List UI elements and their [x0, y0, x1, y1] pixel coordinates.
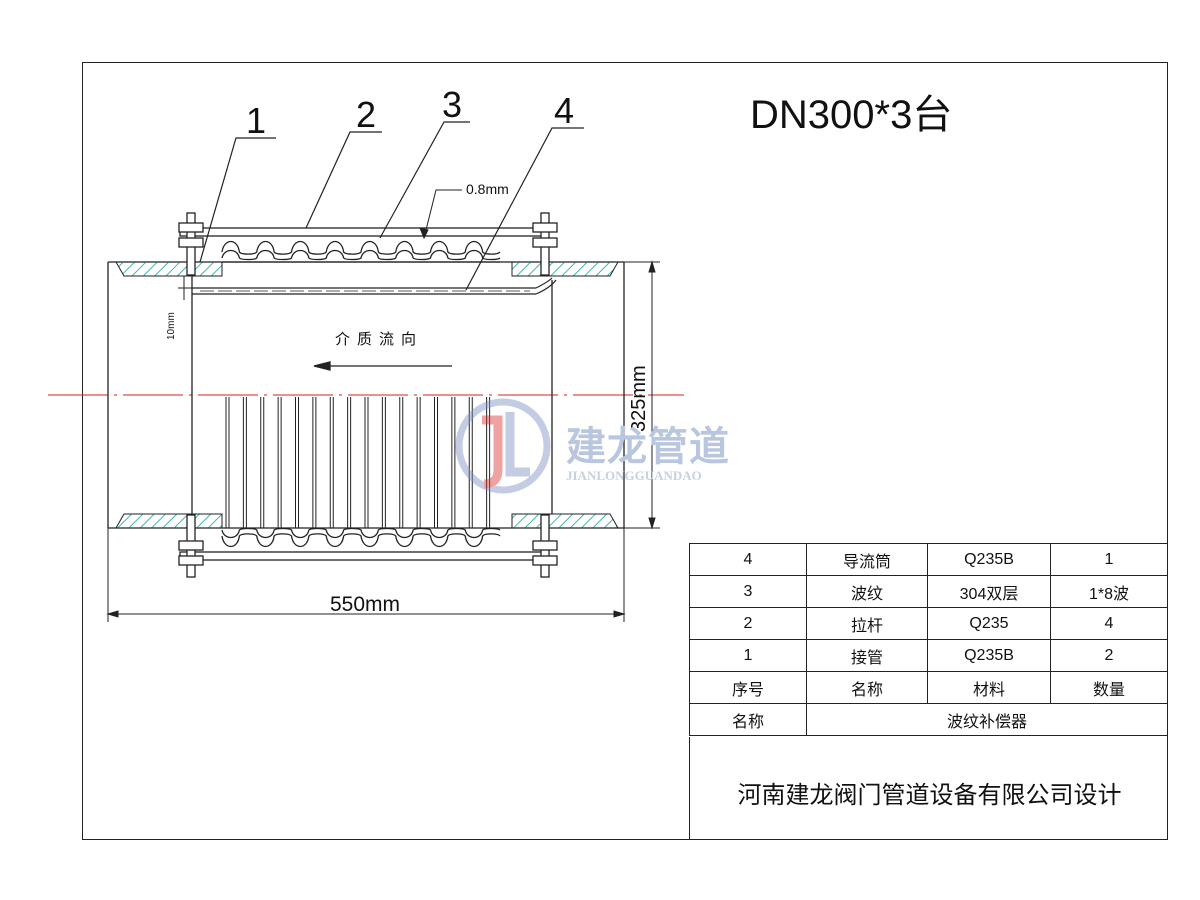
part-number-4: 4: [554, 90, 575, 131]
thickness-pointer: [419, 189, 462, 240]
gap-label: 10mm: [166, 312, 177, 340]
table-cell: 1*8波: [1050, 575, 1168, 608]
drawing-frame: [82, 62, 1168, 840]
table-header-row: 序号 名称 材料 数量: [689, 671, 1168, 704]
name-row: 名称 波纹补偿器: [689, 703, 1168, 736]
table-cell: 4: [1050, 607, 1168, 640]
flow-direction-label: 介质流向: [335, 330, 424, 348]
table-cell: 波纹: [806, 575, 928, 608]
table-cell: Q235: [927, 607, 1051, 640]
thickness-label: 0.8mm: [466, 181, 509, 197]
bellows-bottom: [221, 527, 501, 548]
name-row-value: 波纹补偿器: [806, 703, 1168, 736]
part-number-2: 2: [356, 94, 377, 135]
watermark-subtext: JIANLONGGUANDAO: [566, 468, 702, 483]
watermark-text: 建龙管道: [566, 424, 730, 470]
height-dimension: [624, 260, 660, 530]
company-block: 河南建龙阀门管道设备有限公司设计: [689, 737, 1168, 840]
table-cell: Q235B: [927, 639, 1051, 672]
bellows-section-lines: [225, 397, 491, 528]
table-cell: 1: [1050, 543, 1168, 576]
table-cell: 拉杆: [806, 607, 928, 640]
table-cell: 2: [689, 607, 807, 640]
guide-sleeve: [192, 277, 557, 295]
name-row-label: 名称: [689, 703, 807, 736]
table-row: 4 导流筒 Q235B 1: [689, 543, 1168, 576]
leader-lines: [199, 121, 584, 291]
table-cell: 4: [689, 543, 807, 576]
table-cell: 名称: [806, 671, 928, 704]
company-name: 河南建龙阀门管道设备有限公司设计: [737, 781, 1122, 809]
table-cell: 3: [689, 575, 807, 608]
tie-rods: [178, 212, 558, 578]
table-cell: 304双层: [927, 575, 1051, 608]
length-dimension: [106, 528, 626, 622]
table-cell: 序号: [689, 671, 807, 704]
table-cell: 接管: [806, 639, 928, 672]
table-cell: 1: [689, 639, 807, 672]
part-number-3: 3: [442, 84, 463, 125]
bill-of-materials: 4 导流筒 Q235B 1 3 波纹 304双层 1*8波 2 拉杆 Q235 …: [689, 543, 1168, 736]
table-cell: 2: [1050, 639, 1168, 672]
flow-arrow: [313, 361, 452, 371]
gap-dimension: [178, 275, 192, 300]
part-number-1: 1: [246, 100, 267, 141]
table-cell: Q235B: [927, 543, 1051, 576]
table-cell: 数量: [1050, 671, 1168, 704]
bellows-top: [221, 240, 501, 263]
drawing-title: DN300*3台: [750, 93, 953, 137]
length-label: 550mm: [330, 593, 401, 616]
table-cell: 导流筒: [806, 543, 928, 576]
watermark-logo: [455, 398, 551, 494]
table-row: 2 拉杆 Q235 4: [689, 607, 1168, 640]
table-cell: 材料: [927, 671, 1051, 704]
table-row: 1 接管 Q235B 2: [689, 639, 1168, 672]
table-row: 3 波纹 304双层 1*8波: [689, 575, 1168, 608]
